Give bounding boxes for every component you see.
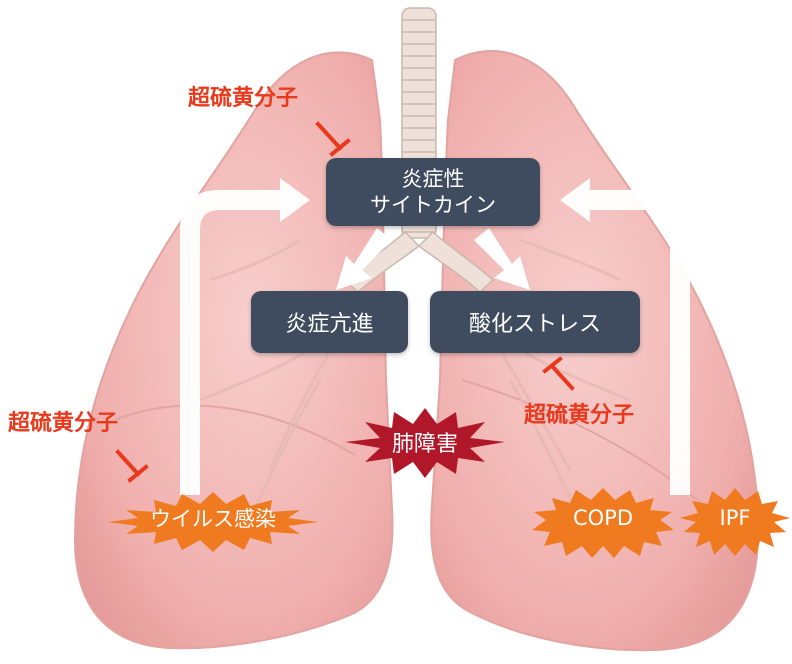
oxidative-stress-box: 酸化ストレス: [430, 291, 640, 353]
oxidative-stress-label: 酸化ストレス: [469, 306, 601, 338]
viral-infection-label: ウイルス感染: [150, 503, 276, 533]
cytokine-label-line1: 炎症性: [402, 166, 465, 192]
supersulfide-label-right: 超硫黄分子: [524, 397, 634, 429]
copd-label: COPD: [573, 506, 633, 530]
inflammatory-cytokine-box: 炎症性 サイトカイン: [326, 158, 540, 226]
inflammation-box: 炎症亢進: [251, 291, 408, 353]
lung-damage-label: 肺障害: [392, 426, 458, 458]
inflammation-label: 炎症亢進: [285, 306, 373, 338]
supersulfide-label-top: 超硫黄分子: [188, 80, 298, 112]
ipf-label: IPF: [720, 506, 751, 530]
cytokine-label-line2: サイトカイン: [370, 192, 496, 218]
supersulfide-label-left: 超硫黄分子: [8, 405, 118, 437]
